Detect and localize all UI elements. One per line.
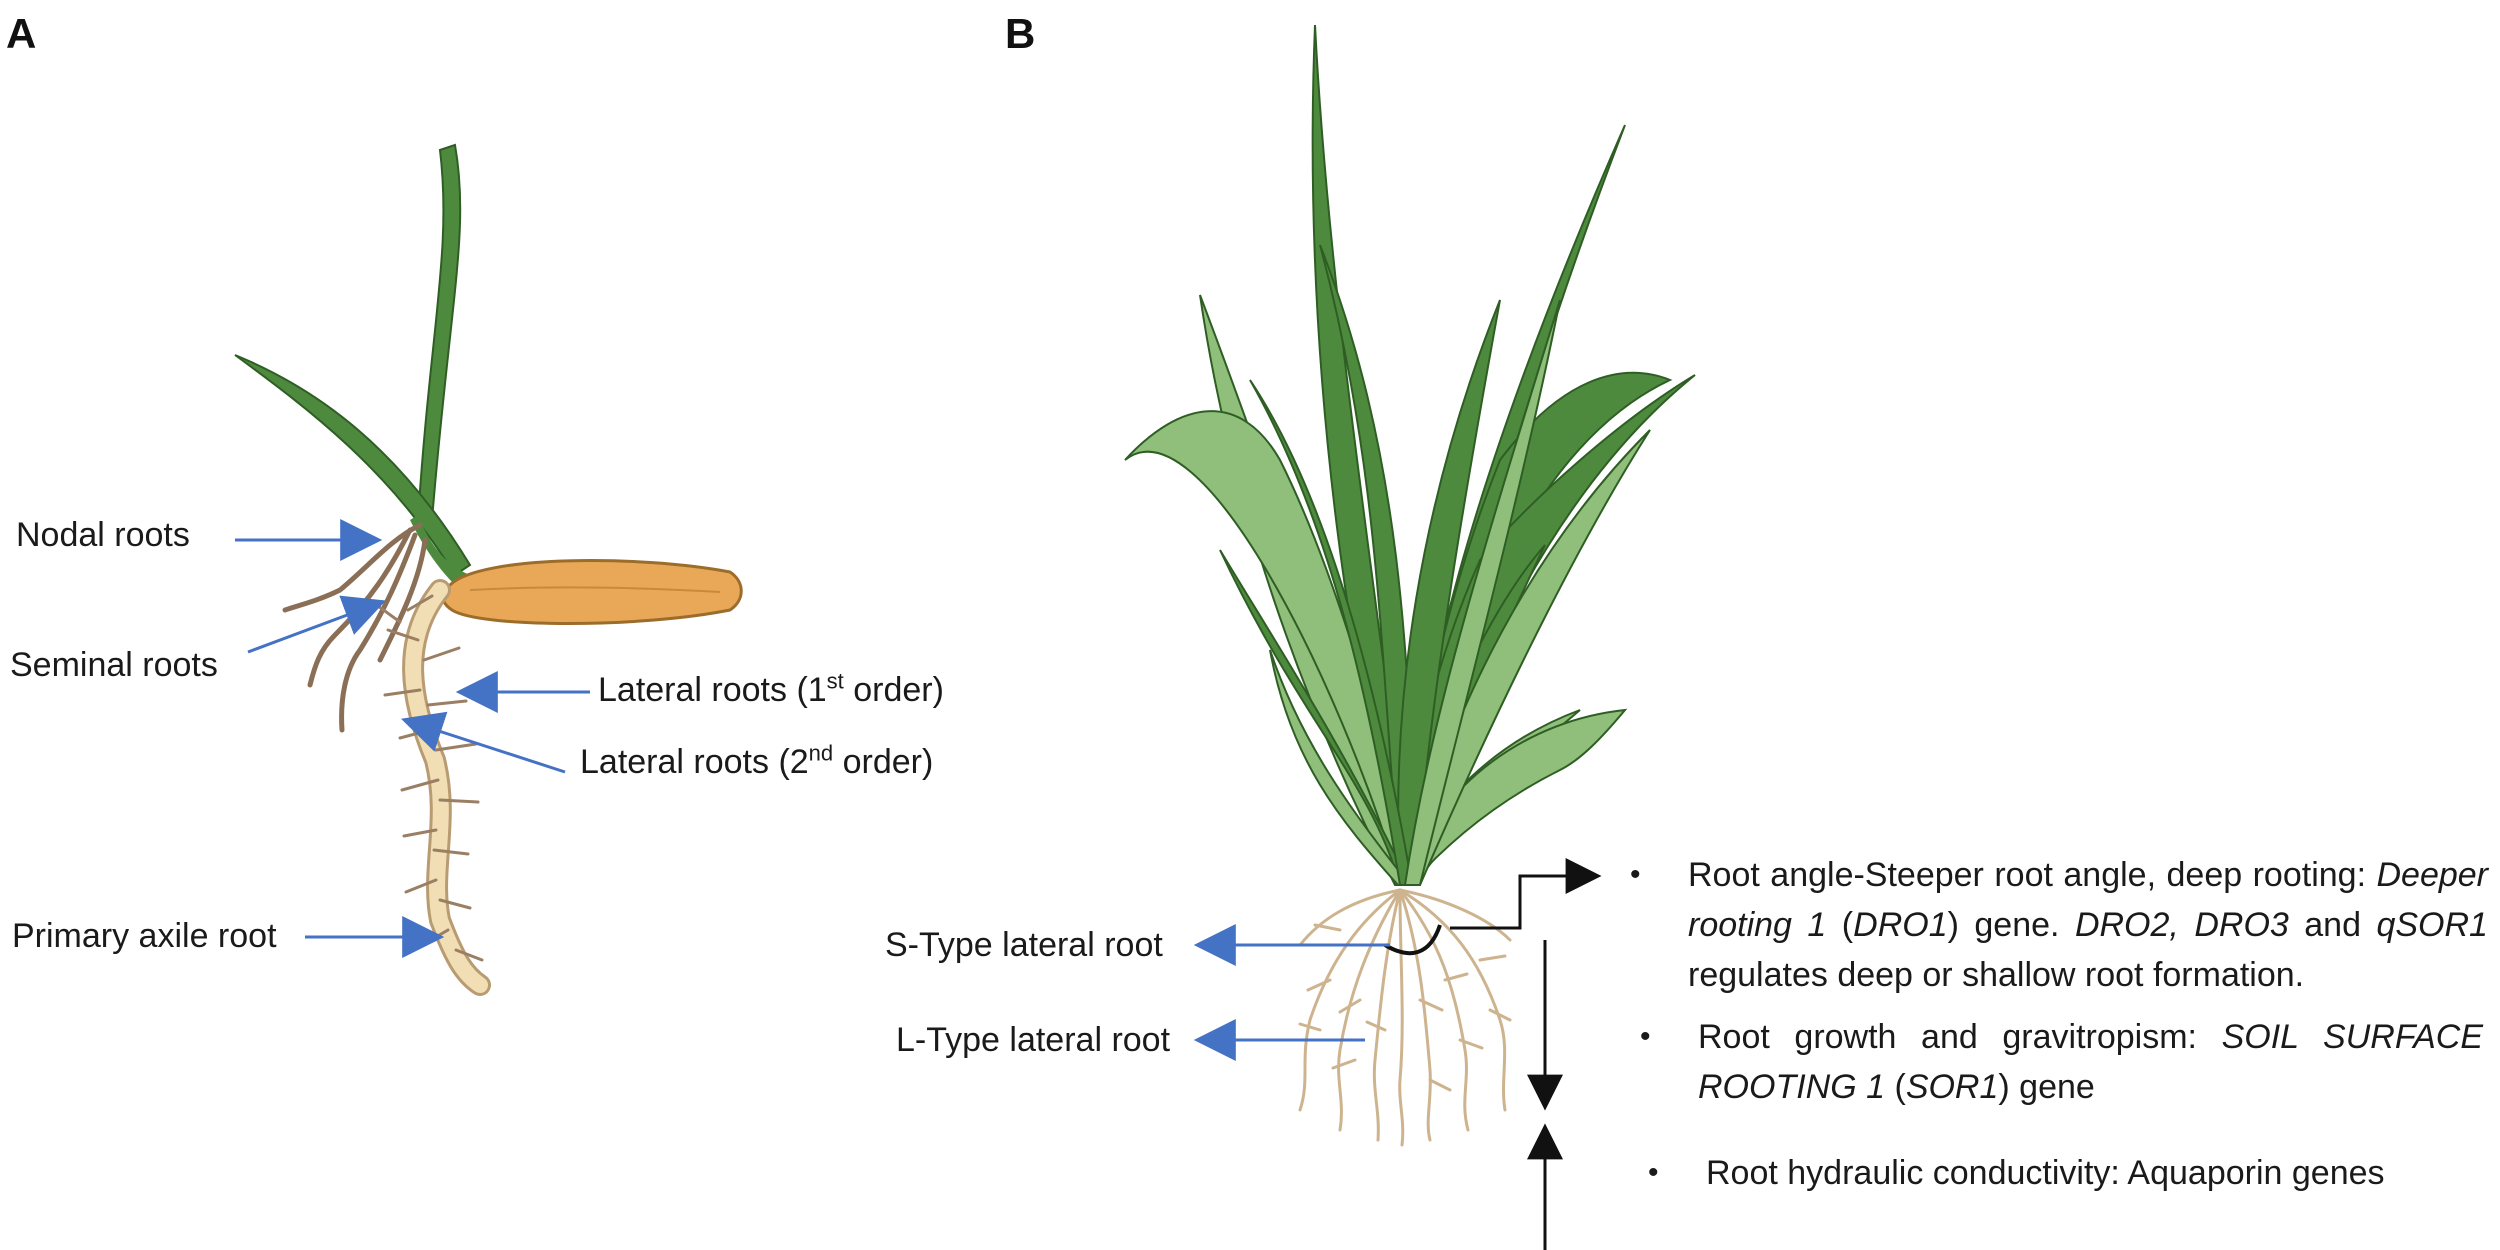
root-angle-connector xyxy=(1450,858,1602,930)
label-l-type-root: L-Type lateral root xyxy=(896,1021,1171,1059)
label-primary-root: Primary axile root xyxy=(12,917,277,955)
root-angle-marker xyxy=(1383,924,1442,956)
bullet-dot: • xyxy=(1640,1020,1651,1053)
seedling-leaf xyxy=(234,354,472,577)
label-lateral-2nd: Lateral roots (2nd order) xyxy=(580,740,934,781)
mature-plant-illustration xyxy=(1124,24,1696,1147)
bullet-dot: • xyxy=(1648,1156,1659,1189)
seedling-shoot xyxy=(416,143,462,521)
seminal-roots-arrow xyxy=(247,595,386,654)
seed xyxy=(441,559,743,625)
panel-label-a: A xyxy=(6,10,37,57)
bullet-root-angle: • Root angle-Steeper root angle, deep ro… xyxy=(1630,850,2488,1000)
label-lateral-1st: Lateral roots (1st order) xyxy=(598,668,944,709)
label-seminal-roots: Seminal roots xyxy=(10,646,218,684)
bullet-hydraulic: • Root hydraulic conductivity: Aquaporin… xyxy=(1648,1148,2486,1198)
lateral-2nd-arrow xyxy=(401,711,566,774)
label-s-type-root: S-Type lateral root xyxy=(885,926,1163,964)
seedling-illustration xyxy=(234,143,743,996)
bullet-dot: • xyxy=(1630,858,1641,891)
bullet-root-growth: • Root growth and gravitropism: SOIL SUR… xyxy=(1640,1012,2483,1112)
label-nodal-roots: Nodal roots xyxy=(16,516,190,554)
panel-label-b: B xyxy=(1005,10,1036,57)
